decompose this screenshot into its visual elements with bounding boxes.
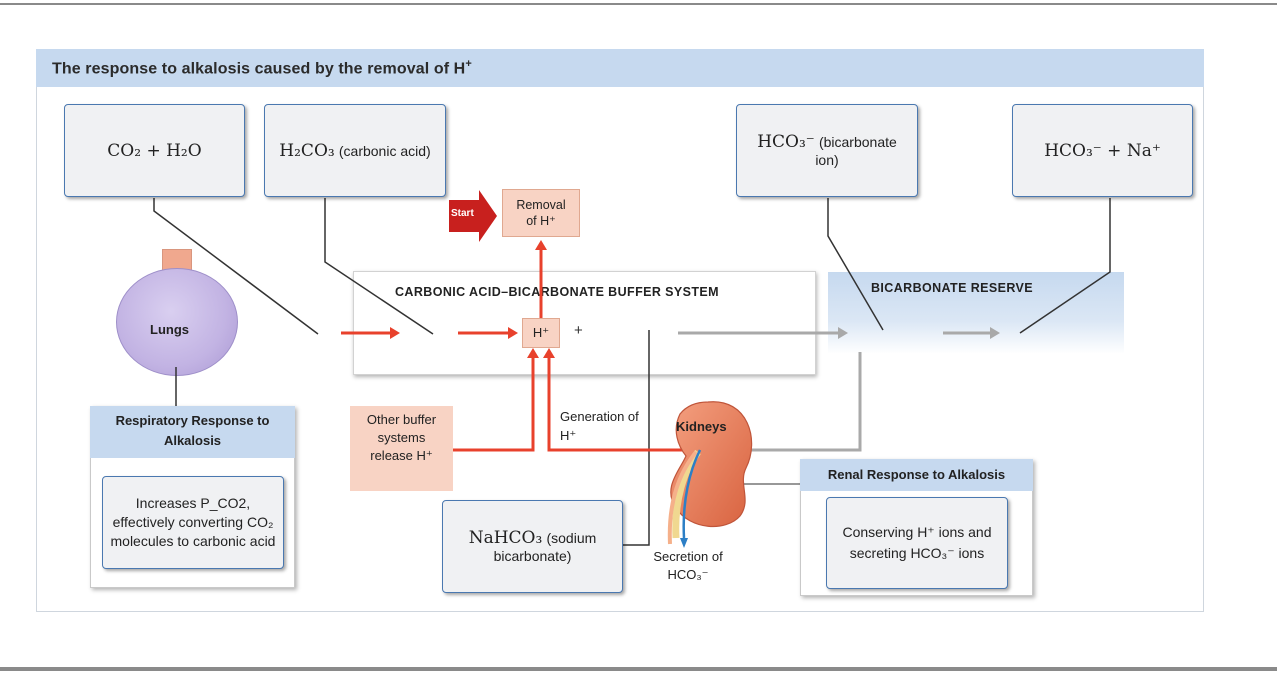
respiratory-answer-text: Increases P_CO2, effectively converting …	[110, 495, 276, 549]
drop-box-renal-answer[interactable]: Conserving H⁺ ions and secreting HCO₃⁻ i…	[826, 497, 1008, 589]
drop-box-hco3[interactable]: HCO₃⁻ (bicarbonate ion)	[736, 104, 918, 197]
kidneys-label: Kidneys	[676, 419, 727, 434]
leader-line-co2	[153, 198, 319, 335]
drop-box-respiratory-answer[interactable]: Increases P_CO2, effectively converting …	[102, 476, 284, 569]
gray-arrow-to-kidney	[730, 352, 862, 452]
start-label: Start	[451, 208, 474, 219]
drop-box-co2-h2o[interactable]: CO₂ + H₂O	[64, 104, 245, 197]
removal-label: Removal of H⁺	[516, 198, 566, 228]
lungs-label: Lungs	[150, 322, 189, 337]
buffer-system-label: CARBONIC ACID–BICARBONATE BUFFER SYSTEM	[395, 285, 719, 299]
renal-answer-text: Conserving H⁺ ions and secreting HCO₃⁻ i…	[842, 524, 992, 561]
generation-label: Generation of H⁺	[560, 409, 639, 443]
removal-of-h-box: Removal of H⁺	[502, 189, 580, 237]
drop-box-hco3-na[interactable]: HCO₃⁻ + Na⁺	[1012, 104, 1193, 197]
drop-box-h2co3[interactable]: H₂CO₃ (carbonic acid)	[264, 104, 446, 197]
leader-line-h2co3	[324, 198, 434, 335]
title-bar	[36, 49, 1204, 87]
secretion-label: Secretion of HCO₃⁻	[653, 549, 723, 582]
h-plus-box: H⁺	[522, 318, 560, 348]
diagram-title: The response to alkalosis caused by the …	[52, 58, 472, 78]
leader-line-nahco3	[623, 330, 650, 546]
other-buffer-label: Other buffer systems release H⁺	[366, 412, 437, 463]
respiratory-response-heading: Respiratory Response to Alkalosis	[90, 406, 295, 458]
drop-box-nahco3[interactable]: NaHCO₃ (sodium bicarbonate)	[442, 500, 623, 593]
bicarbonate-reserve-label: BICARBONATE RESERVE	[871, 281, 1034, 295]
kidney-icon	[667, 401, 753, 548]
leader-line-hco3	[827, 198, 884, 331]
renal-response-heading: Renal Response to Alkalosis	[800, 459, 1033, 491]
start-arrow	[449, 190, 497, 242]
bicarbonate-reserve-box	[828, 272, 1124, 354]
buffer-system-box	[353, 271, 816, 375]
lungs-icon	[116, 268, 238, 376]
leader-line-hco3-na	[1019, 198, 1111, 334]
red-arrow-other-buffers	[453, 358, 535, 452]
red-arrow-generation	[547, 358, 700, 452]
bottom-border	[0, 667, 1277, 671]
top-border	[0, 3, 1277, 5]
plus-sign: +	[574, 322, 583, 339]
other-buffer-systems-box: Other buffer systems release H⁺	[350, 406, 453, 491]
